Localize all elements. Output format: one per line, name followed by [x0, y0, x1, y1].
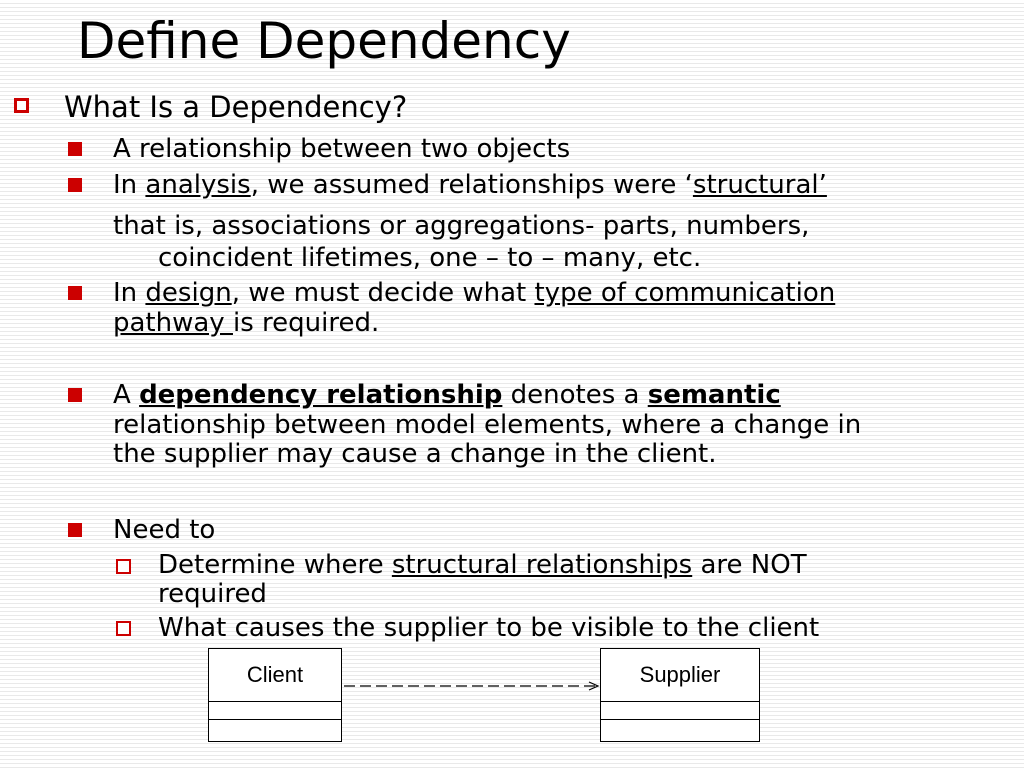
bullet-relationship-two-objects: A relationship between two objects	[113, 134, 571, 164]
semantic-bold-text: semantic	[647, 380, 781, 410]
filled-square-bullet-icon	[68, 286, 82, 300]
arrowhead-icon	[588, 681, 600, 691]
filled-square-bullet-icon	[68, 523, 82, 537]
supplier-class-box: Supplier	[600, 648, 760, 742]
client-class-name: Client	[209, 649, 341, 702]
structural-underlined-text: structural’	[692, 170, 827, 200]
supplier-class-divider	[601, 719, 759, 720]
hollow-square-bullet-icon	[116, 559, 131, 574]
bullet-dependency-relationship-line3: the supplier may cause a change in the c…	[113, 439, 717, 469]
bullet-design-line2: pathway is required.	[113, 308, 380, 338]
client-class-box: Client	[208, 648, 342, 742]
bullet-design-line1: In design, we must decide what type of c…	[113, 278, 836, 308]
bullet-need-to: Need to	[113, 515, 216, 545]
sub-bullet-determine-line2: required	[158, 579, 267, 609]
filled-square-bullet-icon	[68, 142, 82, 156]
design-underlined-text: design	[145, 278, 232, 308]
heading-what-is-dependency: What Is a Dependency?	[64, 90, 408, 124]
hollow-square-bullet-icon	[116, 621, 131, 636]
sub-bullet-determine-line1: Determine where structural relationships…	[158, 550, 807, 580]
dependency-arrow	[344, 681, 600, 691]
bullet-analysis: In analysis, we assumed relationships we…	[113, 170, 827, 200]
sub-bullet-supplier-visible: What causes the supplier to be visible t…	[158, 613, 820, 643]
dependency-relationship-bold-text: dependency relationship	[139, 380, 503, 410]
supplier-class-name: Supplier	[601, 649, 759, 702]
slide-title: Define Dependency	[77, 12, 571, 70]
analysis-link-text: analysis	[145, 170, 251, 200]
filled-square-bullet-icon	[68, 178, 82, 192]
hollow-square-bullet-icon	[14, 98, 29, 113]
type-of-communication-underlined-text: type of communication	[534, 278, 836, 308]
bullet-dependency-relationship-line2: relationship between model elements, whe…	[113, 410, 862, 440]
structural-relationships-underlined-text: structural relationships	[391, 550, 693, 580]
associations-text-line2: coincident lifetimes, one – to – many, e…	[158, 243, 702, 273]
filled-square-bullet-icon	[68, 388, 82, 402]
client-class-divider	[209, 719, 341, 720]
associations-text-line1: that is, associations or aggregations- p…	[113, 211, 810, 241]
pathway-underlined-text: pathway	[113, 308, 233, 338]
bullet-dependency-relationship-line1: A dependency relationship denotes a sema…	[113, 380, 781, 410]
